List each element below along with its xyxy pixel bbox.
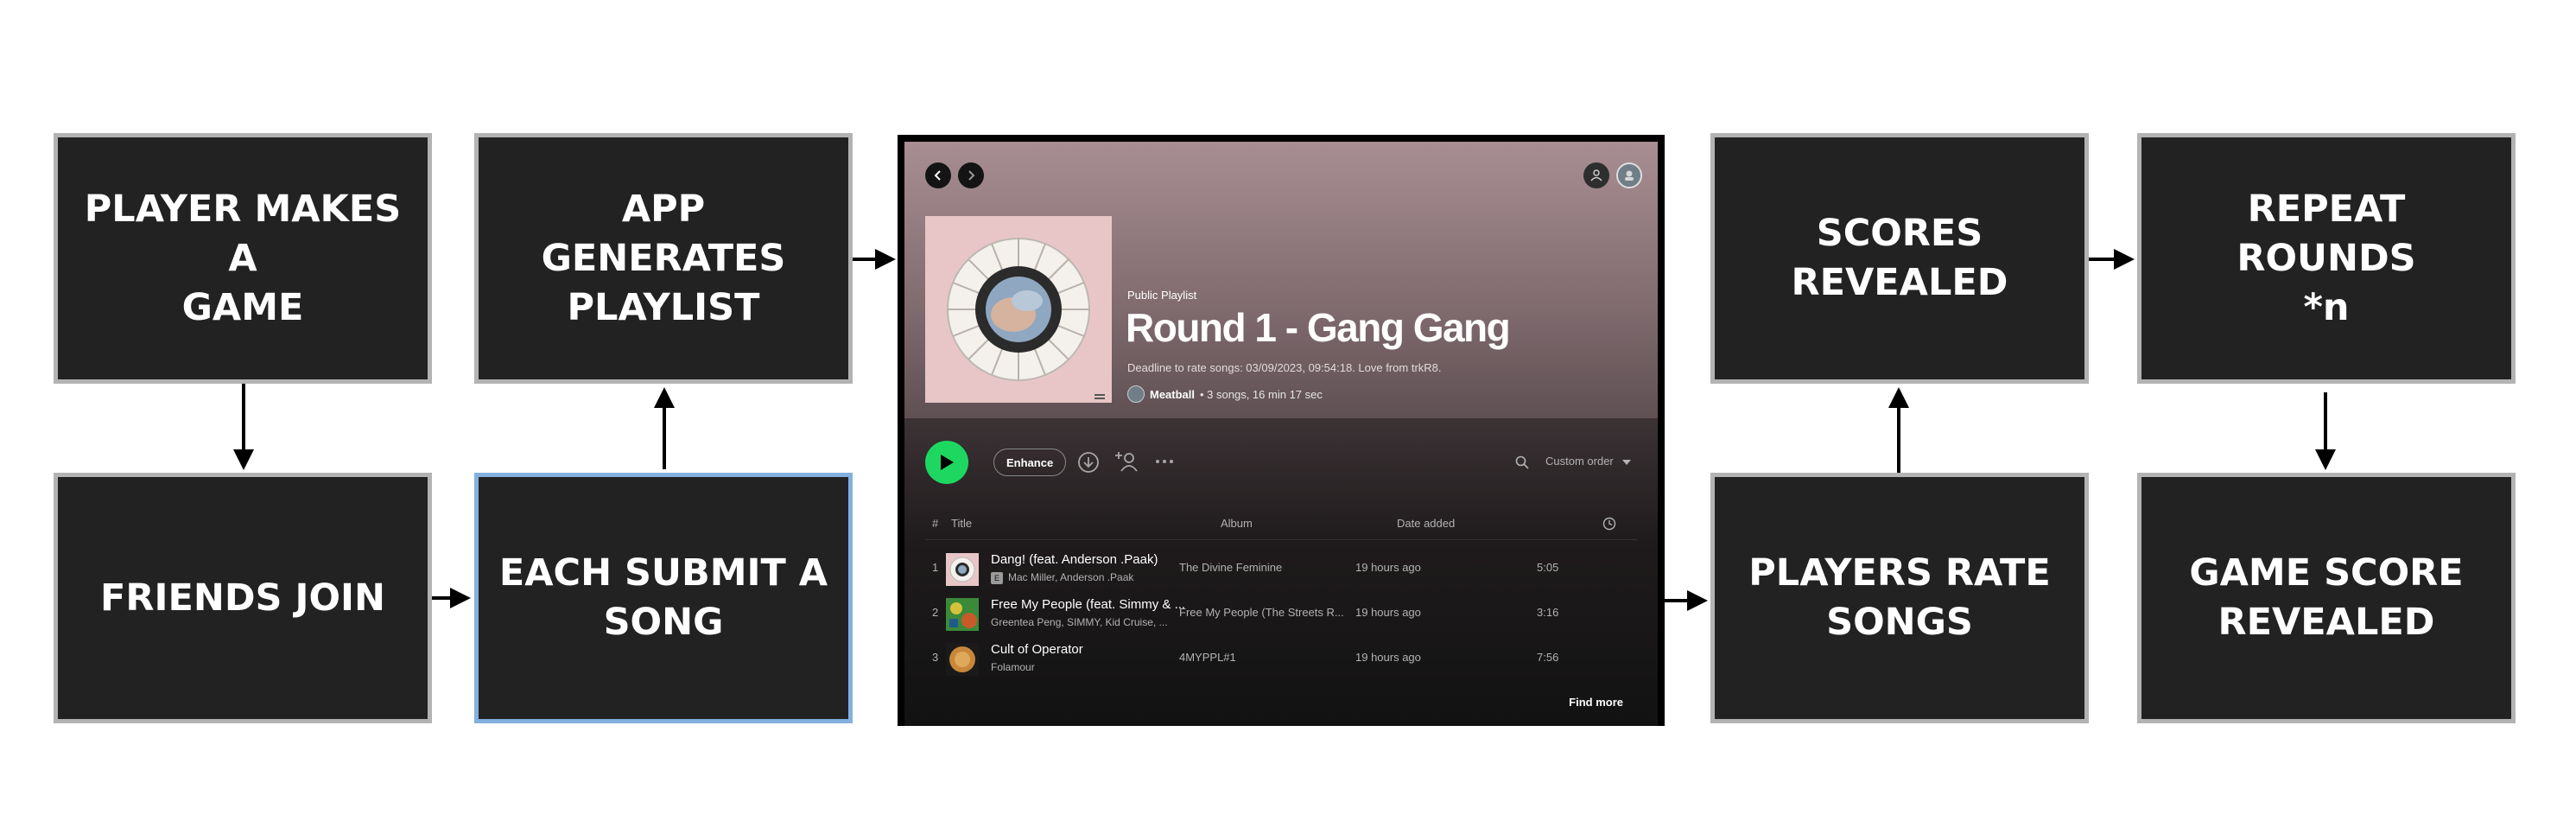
col-num: #	[932, 517, 939, 530]
sort-dropdown[interactable]: Custom order	[1545, 455, 1632, 468]
track-number: 2	[932, 606, 939, 619]
col-date-added[interactable]: Date added	[1397, 517, 1456, 530]
track-number: 3	[932, 651, 939, 664]
playlist-cover-art	[925, 216, 1112, 403]
playlist-title: Round 1 - Gang Gang	[1126, 305, 1511, 350]
step-label: PLAYERS RATE SONGS	[1748, 551, 2051, 644]
track-duration: 3:16	[1537, 606, 1559, 619]
more-options-button[interactable]	[1153, 453, 1176, 470]
track-3-cover-art	[946, 643, 979, 676]
profile-avatar[interactable]	[1616, 162, 1642, 188]
step-each-submit-song: EACH SUBMIT A SONG	[474, 473, 853, 723]
step-label: EACH SUBMIT A SONG	[498, 551, 828, 644]
step-scores-revealed: SCORES REVEALED	[1710, 133, 2089, 384]
playlist-meta: Meatball • 3 songs, 16 min 17 sec	[1127, 385, 1323, 403]
step-player-makes-game: PLAYER MAKES A GAME	[54, 133, 432, 384]
search-icon	[1515, 455, 1529, 469]
track-duration: 5:05	[1537, 561, 1559, 574]
track-date-added: 19 hours ago	[1355, 651, 1421, 664]
step-game-score-revealed: GAME SCORE REVEALED	[2137, 473, 2516, 723]
play-icon	[941, 455, 954, 470]
playlist-description: Deadline to rate songs: 03/09/2023, 09:5…	[1127, 361, 1442, 374]
playlist-stats: • 3 songs, 16 min 17 sec	[1200, 387, 1323, 401]
track-artists: E Mac Miller, Anderson .Paak	[991, 571, 1133, 584]
step-label: PLAYER MAKES A GAME	[84, 187, 402, 329]
more-icon	[1156, 460, 1173, 463]
step-app-generates-playlist: APP GENERATES PLAYLIST	[474, 133, 853, 384]
sort-label: Custom order	[1545, 455, 1614, 468]
enhance-button[interactable]: Enhance	[993, 449, 1067, 476]
track-album[interactable]: The Divine Feminine	[1179, 561, 1283, 574]
track-2-cover-art	[946, 598, 979, 631]
playlist-type: Public Playlist	[1127, 289, 1197, 302]
invite-collaborator-button[interactable]	[1114, 449, 1139, 474]
search-in-playlist-button[interactable]	[1514, 455, 1530, 470]
owner-avatar	[1127, 385, 1145, 403]
track-title[interactable]: Cult of Operator	[991, 642, 1083, 657]
playlist-screenshot: Public Playlist Round 1 - Gang Gang Dead…	[898, 135, 1665, 726]
track-row[interactable]: 2 Free My People (feat. Simmy & ... Gree…	[925, 591, 1637, 636]
friends-activity-button[interactable]	[1583, 162, 1609, 188]
step-players-rate-songs: PLAYERS RATE SONGS	[1710, 473, 2089, 723]
step-label: SCORES REVEALED	[1791, 212, 2008, 304]
back-button[interactable]	[925, 162, 951, 188]
step-label: APP GENERATES PLAYLIST	[541, 187, 786, 329]
track-artists[interactable]: Greentea Peng, SIMMY, Kid Cruise, ...	[991, 616, 1168, 628]
chevron-right-icon	[968, 170, 975, 181]
caret-down-icon	[1622, 459, 1632, 465]
play-button[interactable]	[925, 441, 968, 484]
find-more-link[interactable]: Find more	[1569, 696, 1623, 709]
track-number: 1	[932, 561, 939, 574]
owner-name[interactable]: Meatball	[1150, 387, 1196, 401]
track-album[interactable]: Free My People (The Streets R...	[1179, 606, 1344, 619]
step-label: REPEAT ROUNDS *n	[2237, 187, 2416, 329]
album-art-image	[925, 216, 1112, 403]
col-title[interactable]: Title	[951, 517, 973, 530]
download-icon	[1078, 452, 1099, 473]
step-label: FRIENDS JOIN	[99, 576, 386, 620]
track-row[interactable]: 3 Cult of Operator Folamour 4MYPPL#1 19 …	[925, 636, 1637, 681]
clock-icon	[1602, 517, 1616, 531]
track-date-added: 19 hours ago	[1355, 561, 1421, 574]
track-artists-text[interactable]: Mac Miller, Anderson .Paak	[1008, 571, 1134, 583]
track-artists[interactable]: Folamour	[991, 661, 1035, 673]
chevron-left-icon	[934, 170, 941, 181]
track-date-added: 19 hours ago	[1355, 606, 1421, 619]
playlist-window: Public Playlist Round 1 - Gang Gang Dead…	[904, 142, 1658, 726]
step-repeat-rounds: REPEAT ROUNDS *n	[2137, 133, 2516, 384]
playlist-body	[904, 418, 1658, 726]
col-album[interactable]: Album	[1221, 517, 1253, 530]
step-label: GAME SCORE REVEALED	[2189, 551, 2464, 644]
track-album[interactable]: 4MYPPL#1	[1179, 651, 1236, 664]
track-title[interactable]: Free My People (feat. Simmy & ...	[991, 597, 1186, 612]
add-user-icon	[1115, 452, 1138, 472]
track-title[interactable]: Dang! (feat. Anderson .Paak)	[991, 552, 1158, 567]
download-button[interactable]	[1077, 451, 1100, 474]
avatar-icon	[1625, 170, 1634, 181]
track-1-cover-art	[946, 553, 979, 586]
track-duration: 7:56	[1537, 651, 1559, 664]
track-row[interactable]: 1 Dang! (feat. Anderson .Paak) E Mac Mill…	[925, 546, 1637, 591]
tracklist-header: # Title Album Date added	[925, 508, 1637, 540]
explicit-badge: E	[991, 571, 1003, 584]
people-icon	[1590, 169, 1602, 181]
forward-button[interactable]	[958, 162, 984, 188]
step-friends-join: FRIENDS JOIN	[54, 473, 432, 723]
